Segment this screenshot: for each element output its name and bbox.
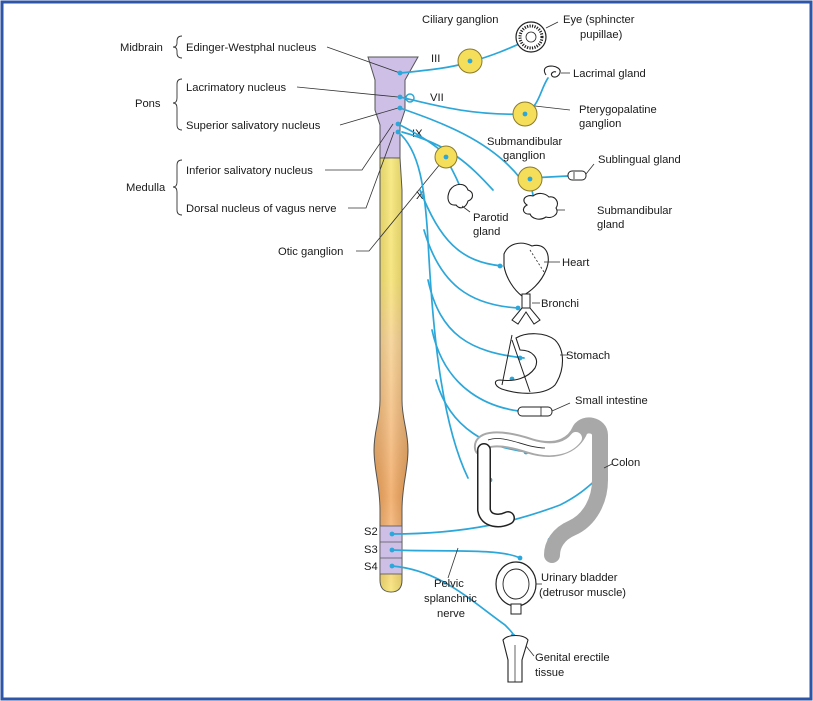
nerve-vii-pre-ptery <box>399 96 526 116</box>
label-ptery-2: ganglion <box>579 118 621 130</box>
leader-colon <box>603 463 613 469</box>
label-bladder-1: Urinary bladder <box>541 572 618 584</box>
small-intestine-organ <box>517 406 553 417</box>
heart-organ <box>503 242 549 297</box>
eye-organ <box>515 21 547 53</box>
label-parotid-2: gland <box>473 226 500 238</box>
submandibular-gland-organ <box>522 192 558 220</box>
nerve-vagus-bronchi <box>423 229 519 309</box>
label-genital-1: Genital erectile <box>535 652 610 664</box>
leader-dorsal-vagus <box>348 131 395 209</box>
spinal-cord-shading <box>374 158 408 592</box>
midbrain-brace <box>172 35 183 59</box>
label-s4: S4 <box>364 561 378 573</box>
label-lacrimal: Lacrimal gland <box>573 68 646 80</box>
label-cn-x: X <box>416 190 424 202</box>
leader-intestine <box>551 402 571 412</box>
label-submandibular-ganglion-2: ganglion <box>503 150 545 162</box>
nerve-vii-chorda <box>399 107 521 179</box>
leader-genital <box>525 645 535 657</box>
leader-eye <box>545 21 559 29</box>
nerve-vagus-trunk <box>397 131 469 479</box>
label-inferior-salivatory: Inferior salivatory nucleus <box>186 165 313 177</box>
label-dorsal-vagus: Dorsal nucleus of vagus nerve <box>186 203 337 215</box>
label-stomach: Stomach <box>566 350 610 362</box>
label-small-intestine: Small intestine <box>575 395 648 407</box>
label-eye-1: Eye (sphincter <box>563 14 635 26</box>
label-sublingual: Sublingual gland <box>598 154 681 166</box>
label-superior-salivatory: Superior salivatory nucleus <box>186 120 321 132</box>
leader-sublingual <box>585 163 595 175</box>
geniculate-loop <box>405 93 415 103</box>
nerve-vagus-heart <box>419 189 503 267</box>
sublingual-gland-organ <box>567 170 587 181</box>
label-edinger-westphal: Edinger-Westphal nucleus <box>186 42 317 54</box>
urinary-bladder-organ <box>495 561 537 615</box>
label-midbrain: Midbrain <box>120 42 163 54</box>
genital-tissue-organ <box>502 634 529 683</box>
lacrimal-gland-organ <box>543 65 561 78</box>
leader-ptery <box>534 105 571 111</box>
label-s3: S3 <box>364 544 378 556</box>
label-pelvic-2: splanchnic <box>424 593 477 605</box>
label-pelvic-3: nerve <box>437 608 465 620</box>
leader-lacrimatory <box>296 86 399 98</box>
nerve-vagus-colon <box>435 379 529 453</box>
leader-sup-salivatory <box>339 107 399 126</box>
label-submandibular-ganglion-1: Submandibular <box>487 136 563 148</box>
bronchi-organ <box>511 293 541 325</box>
stomach-organ <box>494 333 564 394</box>
nerve-s2-colon <box>391 477 599 535</box>
label-submandibular-gland-2: gland <box>597 219 624 231</box>
label-heart: Heart <box>562 257 590 269</box>
leader-parotid <box>461 205 471 213</box>
leader-edinger <box>326 46 401 74</box>
label-ciliary-ganglion: Ciliary ganglion <box>422 14 499 26</box>
label-cn-vii: VII <box>430 92 444 104</box>
leader-pelvic <box>447 547 459 579</box>
nerve-vagus-stomach <box>427 279 525 359</box>
nerve-vagus-intestine <box>431 329 531 413</box>
label-pons: Pons <box>135 98 161 110</box>
pons-brace <box>172 78 183 131</box>
label-bronchi: Bronchi <box>541 298 579 310</box>
label-lacrimatory: Lacrimatory nucleus <box>186 82 287 94</box>
parotid-gland-organ <box>447 183 474 209</box>
label-pelvic-1: Pelvic <box>434 578 464 590</box>
label-cn-iii: III <box>431 53 440 65</box>
medulla-brace <box>172 159 183 216</box>
colon-organ <box>474 417 608 563</box>
leader-inf-salivatory <box>325 123 394 171</box>
label-colon: Colon <box>611 457 640 469</box>
label-parotid-1: Parotid <box>473 212 508 224</box>
label-medulla: Medulla <box>126 182 166 194</box>
nerve-s3-bladder <box>391 549 521 559</box>
label-genital-2: tissue <box>535 667 564 679</box>
leader-otic <box>356 157 446 252</box>
label-otic-ganglion: Otic ganglion <box>278 246 343 258</box>
label-ptery-1: Pterygopalatine <box>579 104 657 116</box>
label-submandibular-gland-1: Submandibular <box>597 205 673 217</box>
label-eye-2: pupillae) <box>580 29 623 41</box>
label-bladder-2: (detrusor muscle) <box>539 587 626 599</box>
label-s2: S2 <box>364 526 378 538</box>
